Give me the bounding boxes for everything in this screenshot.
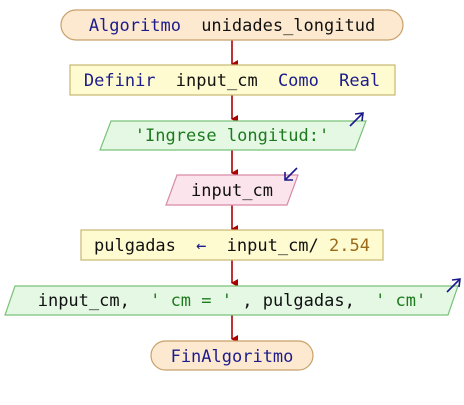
define-type: Real bbox=[339, 71, 380, 91]
algorithm-name: unidades_longitud bbox=[201, 16, 375, 36]
define-process-text: Definir input_cm Como Real bbox=[84, 71, 380, 91]
assign-arrow: ← bbox=[196, 236, 206, 256]
start-terminal-text: Algoritmo unidades_longitud bbox=[89, 16, 375, 36]
output-2-shape bbox=[4, 285, 459, 316]
output-arrow-icon bbox=[349, 112, 364, 127]
define-variable: input_cm bbox=[176, 71, 258, 91]
assign-process-text: pulgadas ← input_cm/ 2.54 bbox=[94, 236, 370, 256]
output-1-shape bbox=[99, 120, 367, 151]
output-1-text: 'Ingrese longitud:' bbox=[135, 126, 329, 146]
assign-expr: input_cm/ bbox=[227, 236, 319, 256]
define-process-shape bbox=[69, 64, 396, 96]
assign-number: 2.54 bbox=[329, 236, 370, 256]
end-terminal[interactable]: FinAlgoritmo bbox=[150, 340, 314, 371]
assign-target: pulgadas bbox=[94, 236, 176, 256]
assign-process[interactable]: pulgadas ← input_cm/ 2.54 bbox=[80, 229, 384, 261]
define-keyword: Definir bbox=[84, 71, 156, 91]
output-2-text: input_cm, ' cm = ' , pulgadas, ' cm' bbox=[38, 291, 427, 311]
end-keyword: FinAlgoritmo bbox=[171, 347, 294, 367]
start-terminal-shape bbox=[60, 9, 404, 41]
input-arrow-icon bbox=[284, 167, 298, 181]
input-1-text: input_cm bbox=[191, 181, 273, 201]
output-2-part2: ' cm = ' bbox=[150, 291, 232, 311]
input-1[interactable]: input_cm bbox=[165, 167, 299, 206]
output-2-part4: ' cm' bbox=[375, 291, 426, 311]
assign-process-shape bbox=[80, 229, 384, 261]
output-1[interactable]: 'Ingrese longitud:' bbox=[99, 112, 367, 151]
output-2-part1: input_cm, bbox=[38, 291, 130, 311]
output-arrow-icon bbox=[446, 278, 461, 293]
output-2-part3: , pulgadas, bbox=[242, 291, 355, 311]
start-terminal[interactable]: Algoritmo unidades_longitud bbox=[60, 9, 404, 41]
start-keyword: Algoritmo bbox=[89, 16, 181, 36]
output-2[interactable]: input_cm, ' cm = ' , pulgadas, ' cm' bbox=[4, 278, 461, 316]
define-como: Como bbox=[278, 71, 319, 91]
end-terminal-shape bbox=[150, 340, 314, 371]
input-1-shape bbox=[165, 174, 299, 206]
define-process[interactable]: Definir input_cm Como Real bbox=[69, 64, 396, 96]
